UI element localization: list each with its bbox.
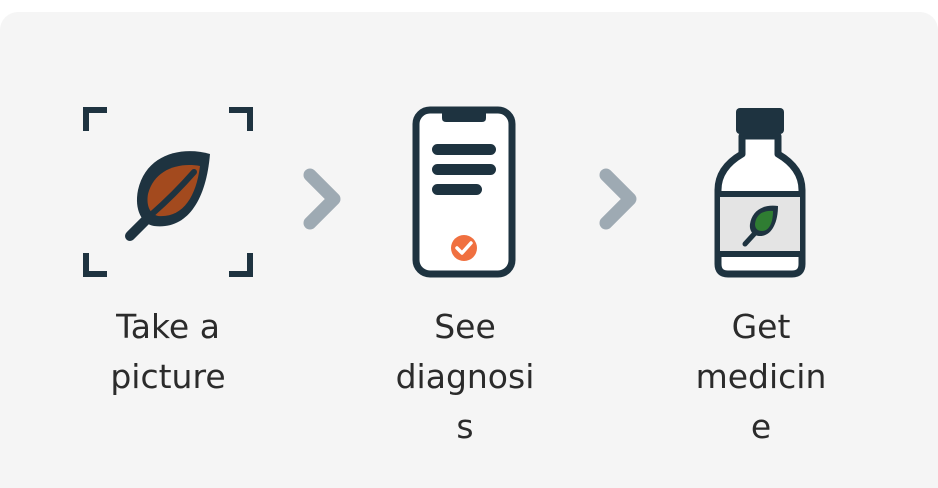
step-label-line: medicin <box>695 357 827 396</box>
step-label-line: s <box>456 407 474 446</box>
step-label-line: picture <box>110 357 226 396</box>
step-label-line: See <box>434 307 496 346</box>
chevron-right-icon <box>300 165 346 233</box>
step-label-line: e <box>750 407 772 446</box>
step-label-line: Get <box>731 307 791 346</box>
phone-diagnosis-icon <box>412 106 516 278</box>
medicine-bottle-icon <box>712 106 808 278</box>
step-label: Get medicin e <box>651 302 871 452</box>
chevron-right-icon <box>596 165 642 233</box>
step-label-line: Take a <box>116 307 220 346</box>
step-label: Take a picture <box>58 302 278 402</box>
step-label: See diagnosi s <box>355 302 575 452</box>
leaf-scan-icon <box>82 106 254 278</box>
step-label-line: diagnosi <box>395 357 535 396</box>
how-it-works-card: Take a picture See diagnosi s <box>0 12 938 488</box>
